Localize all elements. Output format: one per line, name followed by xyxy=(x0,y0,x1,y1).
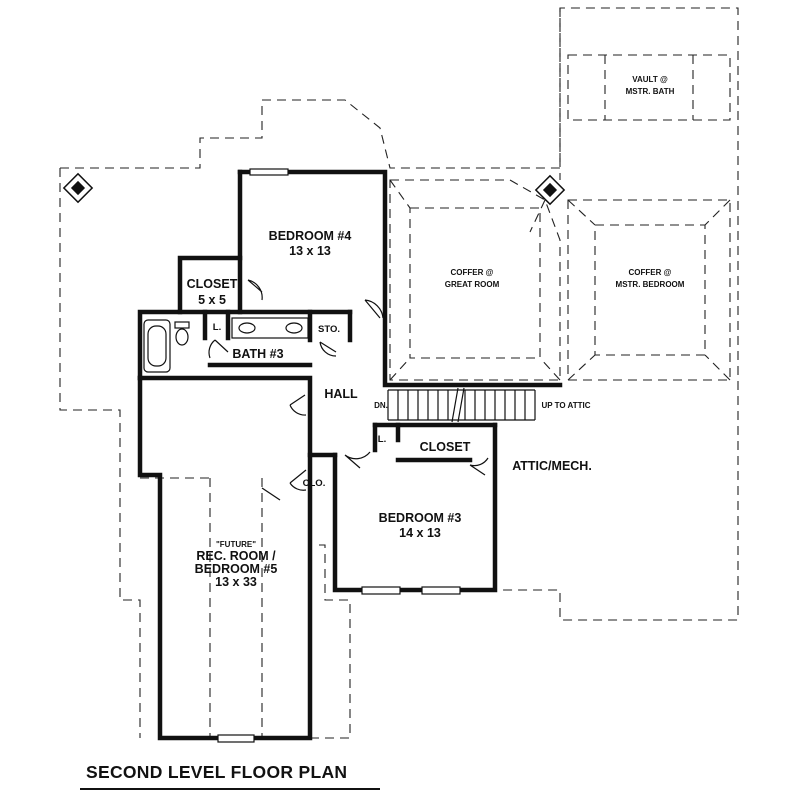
coffer-great-label-line2: GREAT ROOM xyxy=(445,280,500,289)
closet-upper-label: CLOSET xyxy=(187,277,238,291)
closet-clo-label: CLO. xyxy=(303,478,326,489)
windows xyxy=(217,168,461,743)
linen-lower-label: L. xyxy=(378,434,386,445)
coffer-master-label-line1: COFFER @ xyxy=(629,268,672,277)
coffer-great-label-line1: COFFER @ xyxy=(451,268,494,277)
vault-master-bath-outline xyxy=(567,54,731,121)
closet-upper-size: 5 x 5 xyxy=(198,293,226,307)
rec-room-label-line1: REC. ROOM / xyxy=(196,549,276,563)
column-marker-right xyxy=(534,174,566,206)
coffer-master-bedroom-outline xyxy=(567,199,731,381)
storage-label: STO. xyxy=(318,324,340,335)
attic-mech-label: ATTIC/MECH. xyxy=(512,459,592,473)
exterior-walls xyxy=(137,169,563,741)
linen-upper-label: L. xyxy=(213,322,221,333)
plan-title: SECOND LEVEL FLOOR PLAN xyxy=(86,762,348,782)
closet-lower-label: CLOSET xyxy=(420,440,471,454)
bedroom3-size: 14 x 13 xyxy=(399,526,441,540)
rec-room-label-line2: BEDROOM #5 xyxy=(195,562,278,576)
bath-fixtures xyxy=(143,317,309,373)
vault-bath-label-line2: MSTR. BATH xyxy=(626,87,675,96)
rec-room-size: 13 x 33 xyxy=(215,575,257,589)
rec-room-future-tag: "FUTURE" xyxy=(216,540,256,549)
bath3-label: BATH #3 xyxy=(232,347,283,361)
title-underline xyxy=(80,788,380,790)
bedroom4-size: 13 x 13 xyxy=(289,244,331,258)
bedroom4-label: BEDROOM #4 xyxy=(269,229,352,243)
stairs-up-label: UP TO ATTIC xyxy=(541,401,590,410)
stairs xyxy=(387,387,536,423)
roof-outline xyxy=(59,7,739,739)
coffer-master-label-line2: MSTR. BEDROOM xyxy=(616,280,685,289)
bedroom3-label: BEDROOM #3 xyxy=(379,511,462,525)
hall-label: HALL xyxy=(324,387,358,401)
interior-walls xyxy=(137,255,498,463)
doors xyxy=(208,279,489,501)
vault-bath-label-line1: VAULT @ xyxy=(632,75,668,84)
coffer-great-room-outline xyxy=(389,179,561,381)
stairs-down-label: DN. xyxy=(374,401,388,410)
rec-room-dashed-lines xyxy=(140,477,263,738)
column-marker-left xyxy=(62,172,94,204)
